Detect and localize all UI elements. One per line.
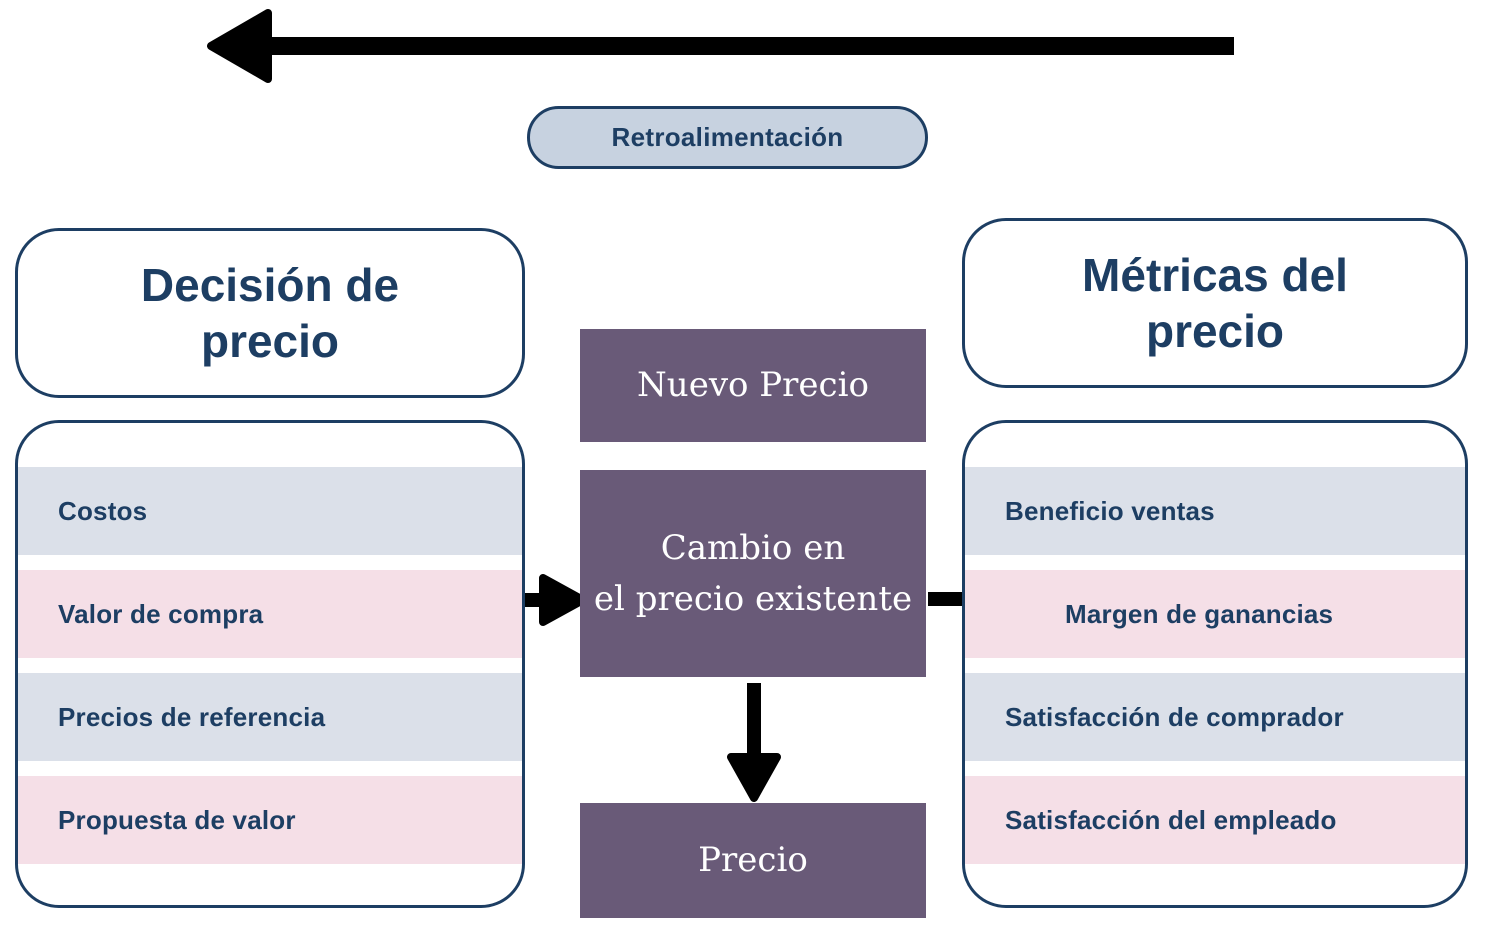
decision-title-line1: Decisión de	[140, 258, 400, 311]
decision-title-card: Decisión de precio	[15, 228, 525, 398]
list-row-precios-de-referencia: Precios de referencia	[18, 673, 522, 761]
row-label: Margen de ganancias	[1065, 598, 1334, 629]
change-existing-price-line1: Cambio en	[660, 527, 846, 568]
metrics-title-line1: Métricas del	[1082, 248, 1348, 301]
list-row-beneficio-ventas: Beneficio ventas	[965, 467, 1465, 555]
feedback-pill: Retroalimentación	[527, 106, 928, 169]
feedback-arrow-icon	[207, 9, 1234, 83]
list-row-satisfaccion-de-comprador: Satisfacción de comprador	[965, 673, 1465, 761]
metrics-panel: Beneficio ventas Margen de ganancias Sat…	[962, 420, 1468, 908]
row-label: Valor de compra	[58, 598, 264, 629]
row-label: Beneficio ventas	[1005, 495, 1215, 526]
new-price-box: Nuevo Precio	[580, 329, 926, 442]
list-row-costos: Costos	[18, 467, 522, 555]
decision-panel: Costos Valor de compra Precios de refere…	[15, 420, 525, 908]
list-row-satisfaccion-del-empleado: Satisfacción del empleado	[965, 776, 1465, 864]
decision-rows: Costos Valor de compra Precios de refere…	[18, 423, 522, 864]
metrics-title-line2: precio	[1145, 305, 1285, 357]
change-existing-price-box: Cambio en el precio existente	[580, 470, 926, 677]
row-label: Costos	[58, 495, 148, 526]
decision-title-line2: precio	[200, 315, 340, 367]
change-to-price-arrow-icon	[727, 683, 781, 802]
row-label: Propuesta de valor	[58, 804, 296, 835]
price-box: Precio	[580, 803, 926, 918]
list-row-valor-de-compra: Valor de compra	[18, 570, 522, 658]
feedback-pill-label: Retroalimentación	[611, 122, 844, 152]
price-label: Precio	[698, 840, 808, 880]
new-price-label: Nuevo Precio	[637, 365, 869, 405]
row-label: Satisfacción del empleado	[1005, 804, 1337, 835]
list-row-propuesta-de-valor: Propuesta de valor	[18, 776, 522, 864]
row-label: Precios de referencia	[58, 701, 326, 732]
change-existing-price-line2: el precio existente	[593, 578, 913, 619]
row-label: Satisfacción de comprador	[1005, 701, 1344, 732]
metrics-rows: Beneficio ventas Margen de ganancias Sat…	[965, 423, 1465, 864]
list-row-margen-de-ganancias: Margen de ganancias	[965, 570, 1465, 658]
metrics-title-card: Métricas del precio	[962, 218, 1468, 388]
